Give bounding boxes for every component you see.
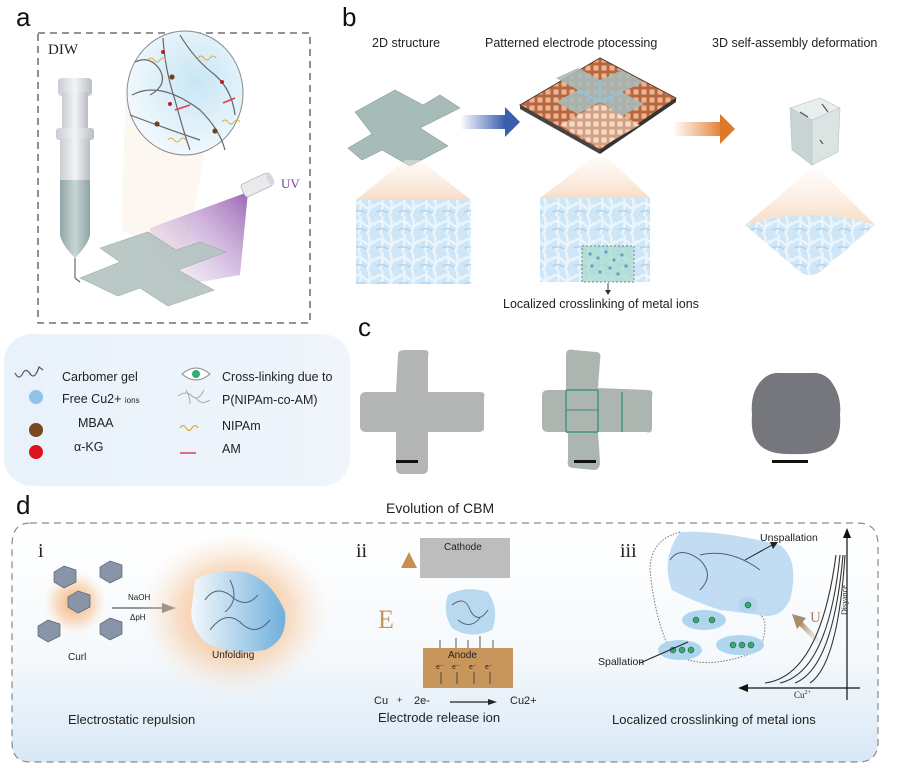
- eye-crosslink-icon: [181, 367, 211, 381]
- electron-2: e⁻: [452, 664, 460, 671]
- legend-box: [4, 334, 350, 486]
- branch-icon: [177, 389, 211, 405]
- photo-cross-patterned: [542, 349, 653, 470]
- localized-crosslink-region: [581, 245, 635, 283]
- equation-2e: 2e-: [414, 695, 430, 707]
- legend-mbaa: MBAA: [78, 416, 114, 430]
- numeral-ii: ii: [356, 540, 368, 562]
- patterned-electrode-board: [518, 57, 677, 154]
- electron-1: e⁻: [436, 664, 444, 671]
- u-label: U: [810, 610, 821, 626]
- scale-bar: [396, 460, 418, 463]
- u-arrow-icon: [792, 614, 806, 629]
- curl-particles: [37, 560, 123, 643]
- photo-cross-original: [360, 350, 485, 474]
- 2d-structure-microstructure: [356, 200, 471, 284]
- x-axis-arrow-icon: [738, 684, 748, 692]
- unfolding-blob: [191, 571, 286, 652]
- red-dot-icon: [29, 445, 43, 459]
- uv-label: UV: [281, 176, 300, 191]
- legend-free-cu-label: Free Cu2+: [62, 392, 122, 406]
- photo-cube: [751, 372, 841, 455]
- field-e-label: E: [378, 605, 394, 634]
- y-axis-arrow-icon: [843, 528, 851, 538]
- anode-label: Anode: [448, 650, 477, 661]
- uv-lamp-icon: [240, 172, 275, 198]
- numeral-iii: iii: [620, 540, 637, 562]
- panel-b-letter: b: [342, 2, 357, 32]
- blue-dot-icon: [29, 390, 43, 404]
- network-inset-circle: [126, 30, 244, 156]
- 2d-cross-structure: [347, 89, 461, 167]
- arrow-right-blue-icon: [505, 107, 520, 137]
- arrow-right-icon: [162, 603, 176, 613]
- curl-label: Curl: [68, 652, 87, 663]
- uv-beam: [150, 192, 248, 290]
- y-axis-label: Disyance: [840, 585, 849, 615]
- legend-free-cu-suffix: ions: [124, 396, 140, 405]
- panel-a-letter: a: [16, 2, 31, 32]
- carbomer-gel-icon: [14, 366, 44, 378]
- 3d-cube: [789, 97, 841, 166]
- crosslink-annotation: Localized crosslinking of metal ions: [503, 297, 699, 311]
- legend-nipam: NIPAm: [222, 419, 261, 433]
- patterned-microstructure: [540, 198, 650, 282]
- diw-label: DIW: [48, 42, 78, 58]
- legend-p-nipam-co-am: P(NIPAm-co-AM): [222, 393, 318, 407]
- reagent-dph: ΔpH: [130, 613, 146, 622]
- caption-electrostatic-repulsion: Electrostatic repulsion: [68, 712, 196, 727]
- electron-4: e⁻: [485, 664, 493, 671]
- legend-free-cu-ions: Free Cu2+ ions: [62, 392, 140, 406]
- equation-cu: Cu: [374, 695, 389, 707]
- e-field-arrow-icon: [401, 552, 417, 568]
- legend-carbomer-gel: Carbomer gel: [62, 370, 138, 384]
- x-axis-label-sup: 2+: [804, 690, 811, 696]
- caption-localized-crosslinking: Localized crosslinking of metal ions: [612, 712, 816, 727]
- crosslink-nodes: [669, 601, 755, 654]
- legend-am: AM: [222, 442, 241, 456]
- panel-d-letter: d: [16, 490, 31, 520]
- equation-plus: +: [397, 695, 403, 705]
- panel-d-title: Evolution of CBM: [386, 500, 495, 516]
- wave-icon: [179, 424, 199, 432]
- unspallation-label: Unspallation: [760, 532, 818, 544]
- legend-alpha-kg: α-KG: [74, 440, 104, 454]
- scale-bar: [772, 460, 808, 463]
- panel-c-letter: c: [358, 312, 371, 342]
- caption-electrode-release-ion: Electrode release ion: [378, 710, 501, 725]
- step-label-patterned: Patterned electrode ptocessing: [485, 36, 658, 50]
- cathode-label: Cathode: [444, 542, 482, 553]
- unfolding-label: Unfolding: [212, 650, 255, 661]
- numeral-i: i: [38, 540, 44, 562]
- panel-a-frame: [37, 32, 311, 324]
- polymer-blob: [445, 589, 496, 635]
- brown-dot-icon: [29, 423, 43, 437]
- syringe: [56, 78, 94, 283]
- 3d-microstructure: [745, 215, 875, 275]
- legend-crosslinking: Cross-linking due to: [222, 370, 333, 384]
- equation-cu2: Cu2+: [510, 695, 537, 707]
- x-axis-label: Cu2+: [794, 690, 811, 700]
- step-label-3d: 3D self-assembly deformation: [712, 36, 878, 50]
- distance-curves: [764, 554, 846, 684]
- printed-cross: [79, 231, 227, 307]
- x-axis-label-base: Cu: [794, 690, 805, 700]
- spallation-label: Spallation: [598, 656, 645, 668]
- step-label-2d: 2D structure: [372, 36, 441, 50]
- reagent-naoh: NaOH: [128, 593, 151, 602]
- arrow-right-orange-icon: [720, 114, 735, 144]
- scale-bar: [574, 460, 596, 463]
- electron-3: e⁻: [469, 664, 477, 671]
